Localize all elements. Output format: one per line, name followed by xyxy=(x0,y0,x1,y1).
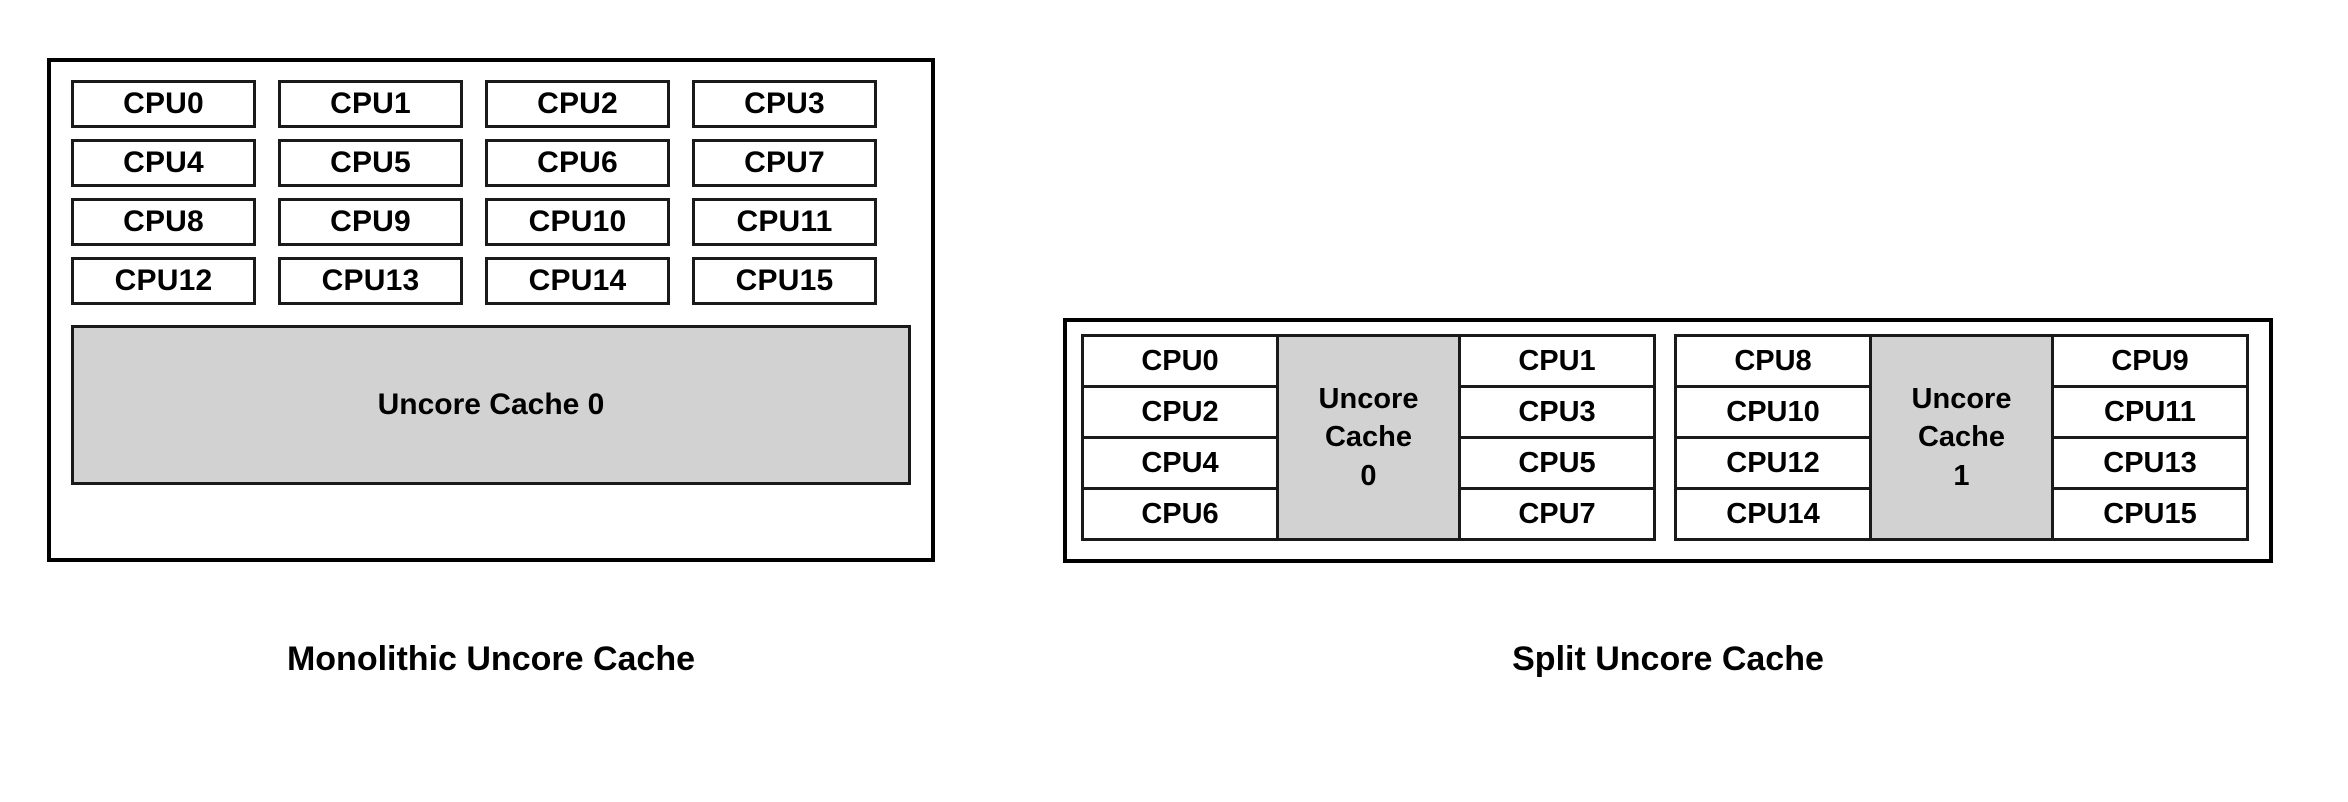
split-diagram-caption: Split Uncore Cache xyxy=(1512,640,1824,678)
cpu-column-left: CPU0 CPU2 CPU4 CPU6 xyxy=(1084,337,1276,538)
cpu-box: CPU2 xyxy=(485,80,670,128)
cpu-box: CPU11 xyxy=(692,198,877,246)
cpu-box: CPU6 xyxy=(485,139,670,187)
cpu-cell: CPU6 xyxy=(1084,490,1276,538)
cpu-box: CPU14 xyxy=(485,257,670,305)
cpu-cell: CPU4 xyxy=(1084,439,1276,490)
cpu-cell: CPU5 xyxy=(1461,439,1653,490)
cpu-cell: CPU8 xyxy=(1677,337,1869,388)
uncore-cache-block: Uncore Cache 0 xyxy=(71,325,911,485)
cpu-box: CPU5 xyxy=(278,139,463,187)
monolithic-uncore-diagram: CPU0 CPU1 CPU2 CPU3 CPU4 CPU5 CPU6 CPU7 … xyxy=(47,58,935,562)
uncore-label-line: Uncore xyxy=(1318,383,1419,416)
split-uncore-diagram: CPU0 CPU2 CPU4 CPU6 Uncore Cache 0 CPU1 … xyxy=(1063,318,2273,563)
cpu-cell: CPU14 xyxy=(1677,490,1869,538)
monolithic-diagram-caption: Monolithic Uncore Cache xyxy=(286,640,696,678)
uncore-label-line: Uncore xyxy=(1911,383,2012,416)
cpu-column-left: CPU8 CPU10 CPU12 CPU14 xyxy=(1677,337,1869,538)
cpu-cell: CPU2 xyxy=(1084,388,1276,439)
cpu-cell: CPU12 xyxy=(1677,439,1869,490)
cpu-column-right: CPU9 CPU11 CPU13 CPU15 xyxy=(2054,337,2246,538)
cpu-box: CPU3 xyxy=(692,80,877,128)
cpu-box: CPU10 xyxy=(485,198,670,246)
cpu-box: CPU13 xyxy=(278,257,463,305)
cpu-cell: CPU3 xyxy=(1461,388,1653,439)
cpu-box: CPU9 xyxy=(278,198,463,246)
uncore-label-line: 1 xyxy=(1953,459,1970,492)
uncore-label-line: Cache xyxy=(1324,421,1413,454)
monolithic-cpu-grid: CPU0 CPU1 CPU2 CPU3 CPU4 CPU5 CPU6 CPU7 … xyxy=(71,80,911,305)
cpu-cell: CPU11 xyxy=(2054,388,2246,439)
uncore-cache-block: Uncore Cache 1 xyxy=(1869,337,2054,538)
uncore-label-line: Cache xyxy=(1917,421,2006,454)
uncore-cache-block: Uncore Cache 0 xyxy=(1276,337,1461,538)
cpu-column-right: CPU1 CPU3 CPU5 CPU7 xyxy=(1461,337,1653,538)
cpu-box: CPU0 xyxy=(71,80,256,128)
cpu-cell: CPU9 xyxy=(2054,337,2246,388)
split-group-container: CPU0 CPU2 CPU4 CPU6 Uncore Cache 0 CPU1 … xyxy=(1081,334,2249,541)
cpu-cell: CPU7 xyxy=(1461,490,1653,538)
cpu-box: CPU7 xyxy=(692,139,877,187)
cpu-cell: CPU13 xyxy=(2054,439,2246,490)
cpu-cell: CPU10 xyxy=(1677,388,1869,439)
cpu-cell: CPU0 xyxy=(1084,337,1276,388)
cpu-box: CPU12 xyxy=(71,257,256,305)
uncore-label-line: 0 xyxy=(1360,459,1377,492)
cpu-cell: CPU15 xyxy=(2054,490,2246,538)
cpu-cell: CPU1 xyxy=(1461,337,1653,388)
cpu-box: CPU15 xyxy=(692,257,877,305)
cpu-box: CPU8 xyxy=(71,198,256,246)
cpu-box: CPU1 xyxy=(278,80,463,128)
split-group: CPU8 CPU10 CPU12 CPU14 Uncore Cache 1 CP… xyxy=(1674,334,2249,541)
split-group: CPU0 CPU2 CPU4 CPU6 Uncore Cache 0 CPU1 … xyxy=(1081,334,1656,541)
cpu-box: CPU4 xyxy=(71,139,256,187)
